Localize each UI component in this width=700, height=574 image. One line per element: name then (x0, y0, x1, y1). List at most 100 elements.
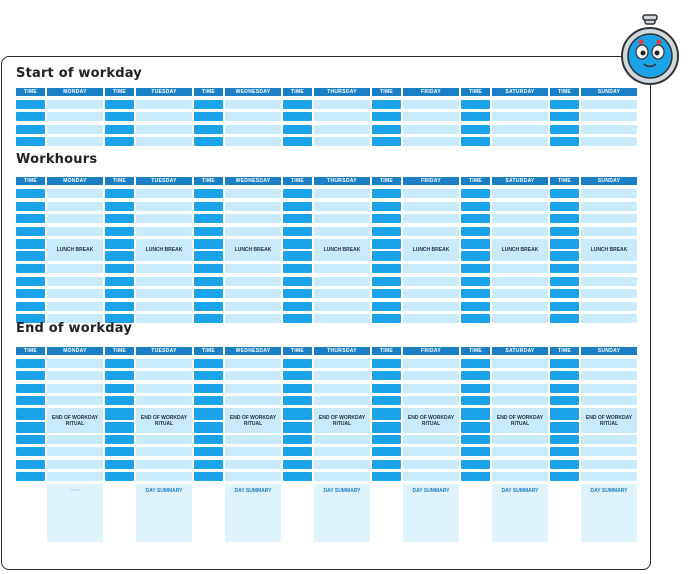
day-cell[interactable] (47, 383, 103, 393)
day-cell[interactable] (47, 289, 103, 298)
day-cell[interactable] (403, 276, 459, 286)
time-cell[interactable] (372, 314, 401, 323)
time-cell[interactable] (372, 136, 401, 146)
time-cell[interactable] (105, 301, 134, 311)
lunch-break-cell[interactable]: LUNCH BREAK (492, 239, 548, 261)
time-cell[interactable] (461, 276, 490, 286)
time-cell[interactable] (16, 201, 45, 211)
time-cell[interactable] (550, 359, 579, 368)
day-cell[interactable] (136, 471, 192, 481)
day-cell[interactable] (47, 124, 103, 134)
time-cell[interactable] (461, 314, 490, 323)
day-cell[interactable] (314, 189, 370, 198)
time-cell[interactable] (194, 435, 223, 444)
day-cell[interactable] (136, 314, 192, 323)
day-cell[interactable] (581, 471, 637, 481)
time-cell[interactable] (16, 314, 45, 323)
lunch-break-cell[interactable]: LUNCH BREAK (403, 239, 459, 261)
day-cell[interactable] (225, 189, 281, 198)
time-cell[interactable] (550, 201, 579, 211)
time-cell[interactable] (194, 371, 223, 381)
day-cell[interactable] (403, 314, 459, 323)
time-cell[interactable] (461, 289, 490, 298)
time-cell[interactable] (194, 100, 223, 109)
end-ritual-cell[interactable]: END OF WORKDAY RITUAL (314, 408, 370, 433)
day-cell[interactable] (403, 471, 459, 481)
day-cell[interactable] (314, 459, 370, 469)
time-cell[interactable] (372, 408, 401, 420)
day-cell[interactable] (47, 189, 103, 198)
time-cell[interactable] (283, 136, 312, 146)
day-cell[interactable] (225, 124, 281, 134)
time-cell[interactable] (461, 459, 490, 469)
day-cell[interactable] (136, 301, 192, 311)
time-cell[interactable] (550, 395, 579, 405)
day-cell[interactable] (403, 100, 459, 109)
day-cell[interactable] (492, 100, 548, 109)
day-cell[interactable] (225, 395, 281, 405)
day-cell[interactable] (581, 226, 637, 236)
day-cell[interactable] (492, 201, 548, 211)
time-cell[interactable] (461, 136, 490, 146)
time-cell[interactable] (461, 435, 490, 444)
time-cell[interactable] (105, 100, 134, 109)
time-cell[interactable] (550, 239, 579, 249)
time-cell[interactable] (461, 251, 490, 261)
day-cell[interactable] (581, 395, 637, 405)
time-cell[interactable] (550, 301, 579, 311)
day-cell[interactable] (492, 395, 548, 405)
day-cell[interactable] (581, 301, 637, 311)
day-cell[interactable] (492, 383, 548, 393)
time-cell[interactable] (105, 359, 134, 368)
time-cell[interactable] (283, 459, 312, 469)
day-cell[interactable] (403, 201, 459, 211)
time-cell[interactable] (283, 251, 312, 261)
time-cell[interactable] (283, 276, 312, 286)
day-cell[interactable] (492, 471, 548, 481)
day-cell[interactable] (492, 301, 548, 311)
time-cell[interactable] (372, 395, 401, 405)
day-cell[interactable] (581, 459, 637, 469)
end-ritual-cell[interactable]: END OF WORKDAY RITUAL (225, 408, 281, 433)
time-cell[interactable] (194, 471, 223, 481)
end-ritual-cell[interactable]: END OF WORKDAY RITUAL (492, 408, 548, 433)
day-cell[interactable] (492, 136, 548, 146)
time-cell[interactable] (283, 112, 312, 122)
time-cell[interactable] (372, 447, 401, 457)
time-cell[interactable] (194, 314, 223, 323)
day-cell[interactable] (403, 447, 459, 457)
time-cell[interactable] (372, 276, 401, 286)
time-cell[interactable] (550, 383, 579, 393)
day-cell[interactable] (403, 301, 459, 311)
time-cell[interactable] (372, 471, 401, 481)
day-cell[interactable] (314, 100, 370, 109)
time-cell[interactable] (283, 239, 312, 249)
day-cell[interactable] (314, 289, 370, 298)
day-cell[interactable] (47, 100, 103, 109)
time-cell[interactable] (194, 124, 223, 134)
day-cell[interactable] (47, 471, 103, 481)
time-cell[interactable] (105, 395, 134, 405)
time-cell[interactable] (372, 226, 401, 236)
time-cell[interactable] (461, 214, 490, 223)
time-cell[interactable] (461, 239, 490, 249)
day-cell[interactable] (225, 214, 281, 223)
day-cell[interactable] (136, 371, 192, 381)
time-cell[interactable] (105, 421, 134, 433)
time-cell[interactable] (16, 371, 45, 381)
time-cell[interactable] (550, 112, 579, 122)
day-cell[interactable] (581, 289, 637, 298)
time-cell[interactable] (16, 124, 45, 134)
time-cell[interactable] (283, 471, 312, 481)
day-cell[interactable] (314, 359, 370, 368)
time-cell[interactable] (283, 189, 312, 198)
day-cell[interactable] (403, 289, 459, 298)
day-cell[interactable] (225, 459, 281, 469)
day-cell[interactable] (492, 124, 548, 134)
day-cell[interactable] (136, 435, 192, 444)
day-cell[interactable] (581, 371, 637, 381)
time-cell[interactable] (461, 383, 490, 393)
time-cell[interactable] (16, 189, 45, 198)
day-cell[interactable] (225, 471, 281, 481)
time-cell[interactable] (283, 395, 312, 405)
